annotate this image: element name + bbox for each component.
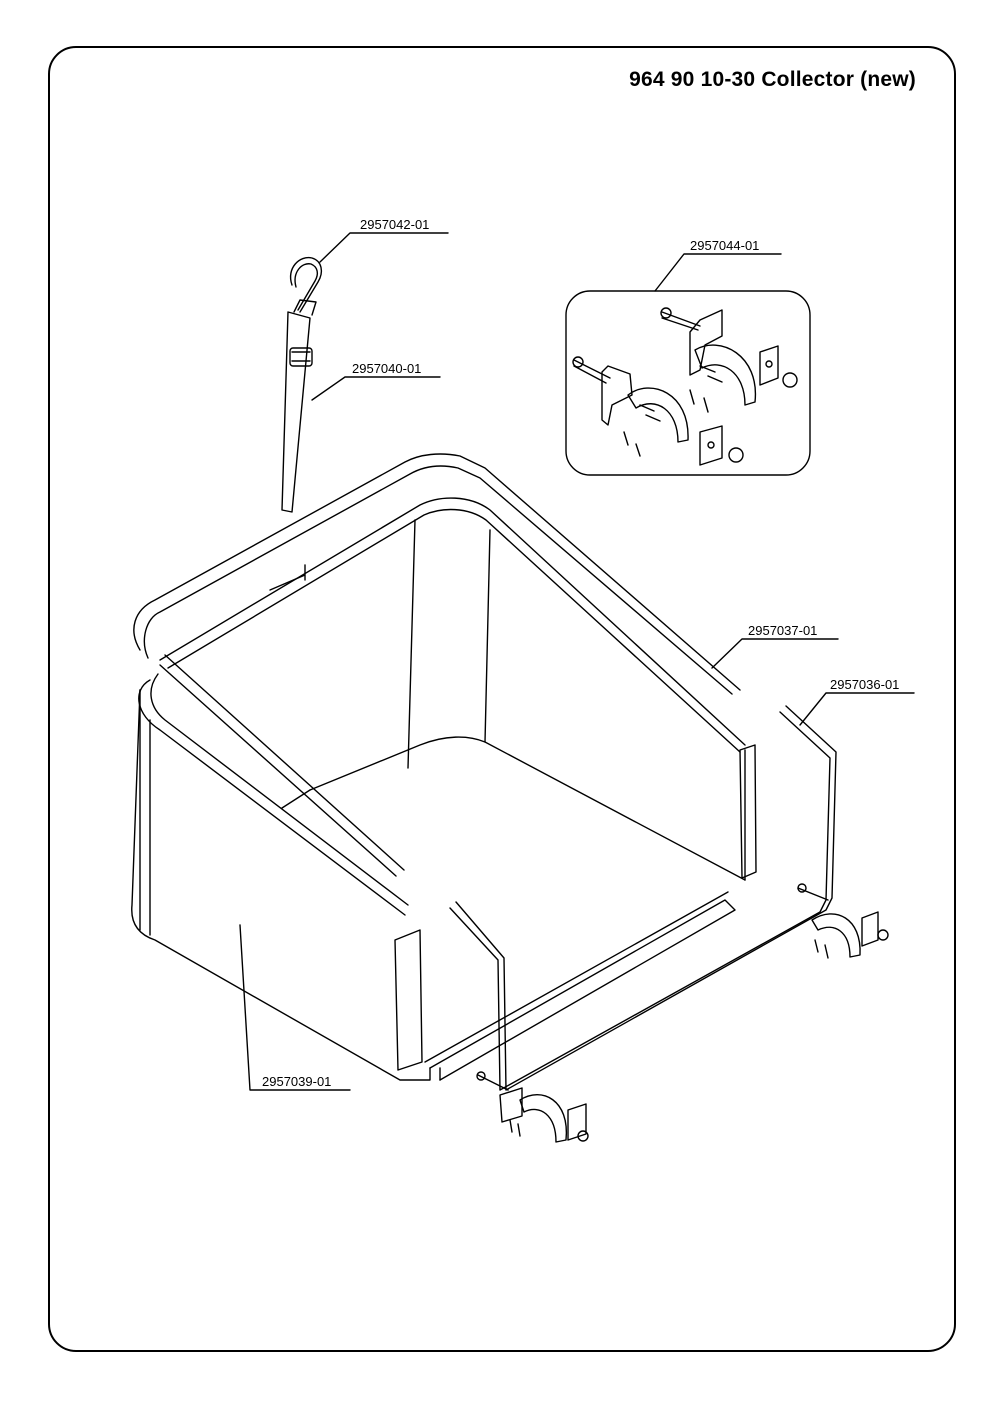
bracket-assembly-detail — [572, 307, 798, 466]
label-2957037: 2957037-01 — [748, 623, 817, 638]
callout-2957042: 2957042-01 — [319, 217, 449, 263]
frame-rails — [133, 453, 746, 931]
drawing-frame — [48, 46, 956, 1352]
label-2957039: 2957039-01 — [262, 1074, 331, 1089]
strap-with-hook — [281, 256, 323, 513]
label-2957040: 2957040-01 — [352, 361, 421, 376]
bracket-assembly-right — [797, 883, 889, 959]
callout-2957036: 2957036-01 — [799, 677, 915, 726]
label-2957042: 2957042-01 — [360, 217, 429, 232]
bracket-assembly-left — [476, 1071, 589, 1143]
bracket-detail-box — [565, 290, 811, 476]
callout-2957044: 2957044-01 — [654, 238, 782, 292]
callout-2957037: 2957037-01 — [711, 623, 839, 669]
collector-bag — [131, 519, 757, 1081]
support-rod — [449, 705, 837, 1091]
label-2957044: 2957044-01 — [690, 238, 759, 253]
callout-2957039: 2957039-01 — [239, 924, 351, 1091]
page-title: 964 90 10-30 Collector (new) — [629, 68, 916, 91]
callout-2957040: 2957040-01 — [311, 361, 441, 401]
label-2957036: 2957036-01 — [830, 677, 899, 692]
